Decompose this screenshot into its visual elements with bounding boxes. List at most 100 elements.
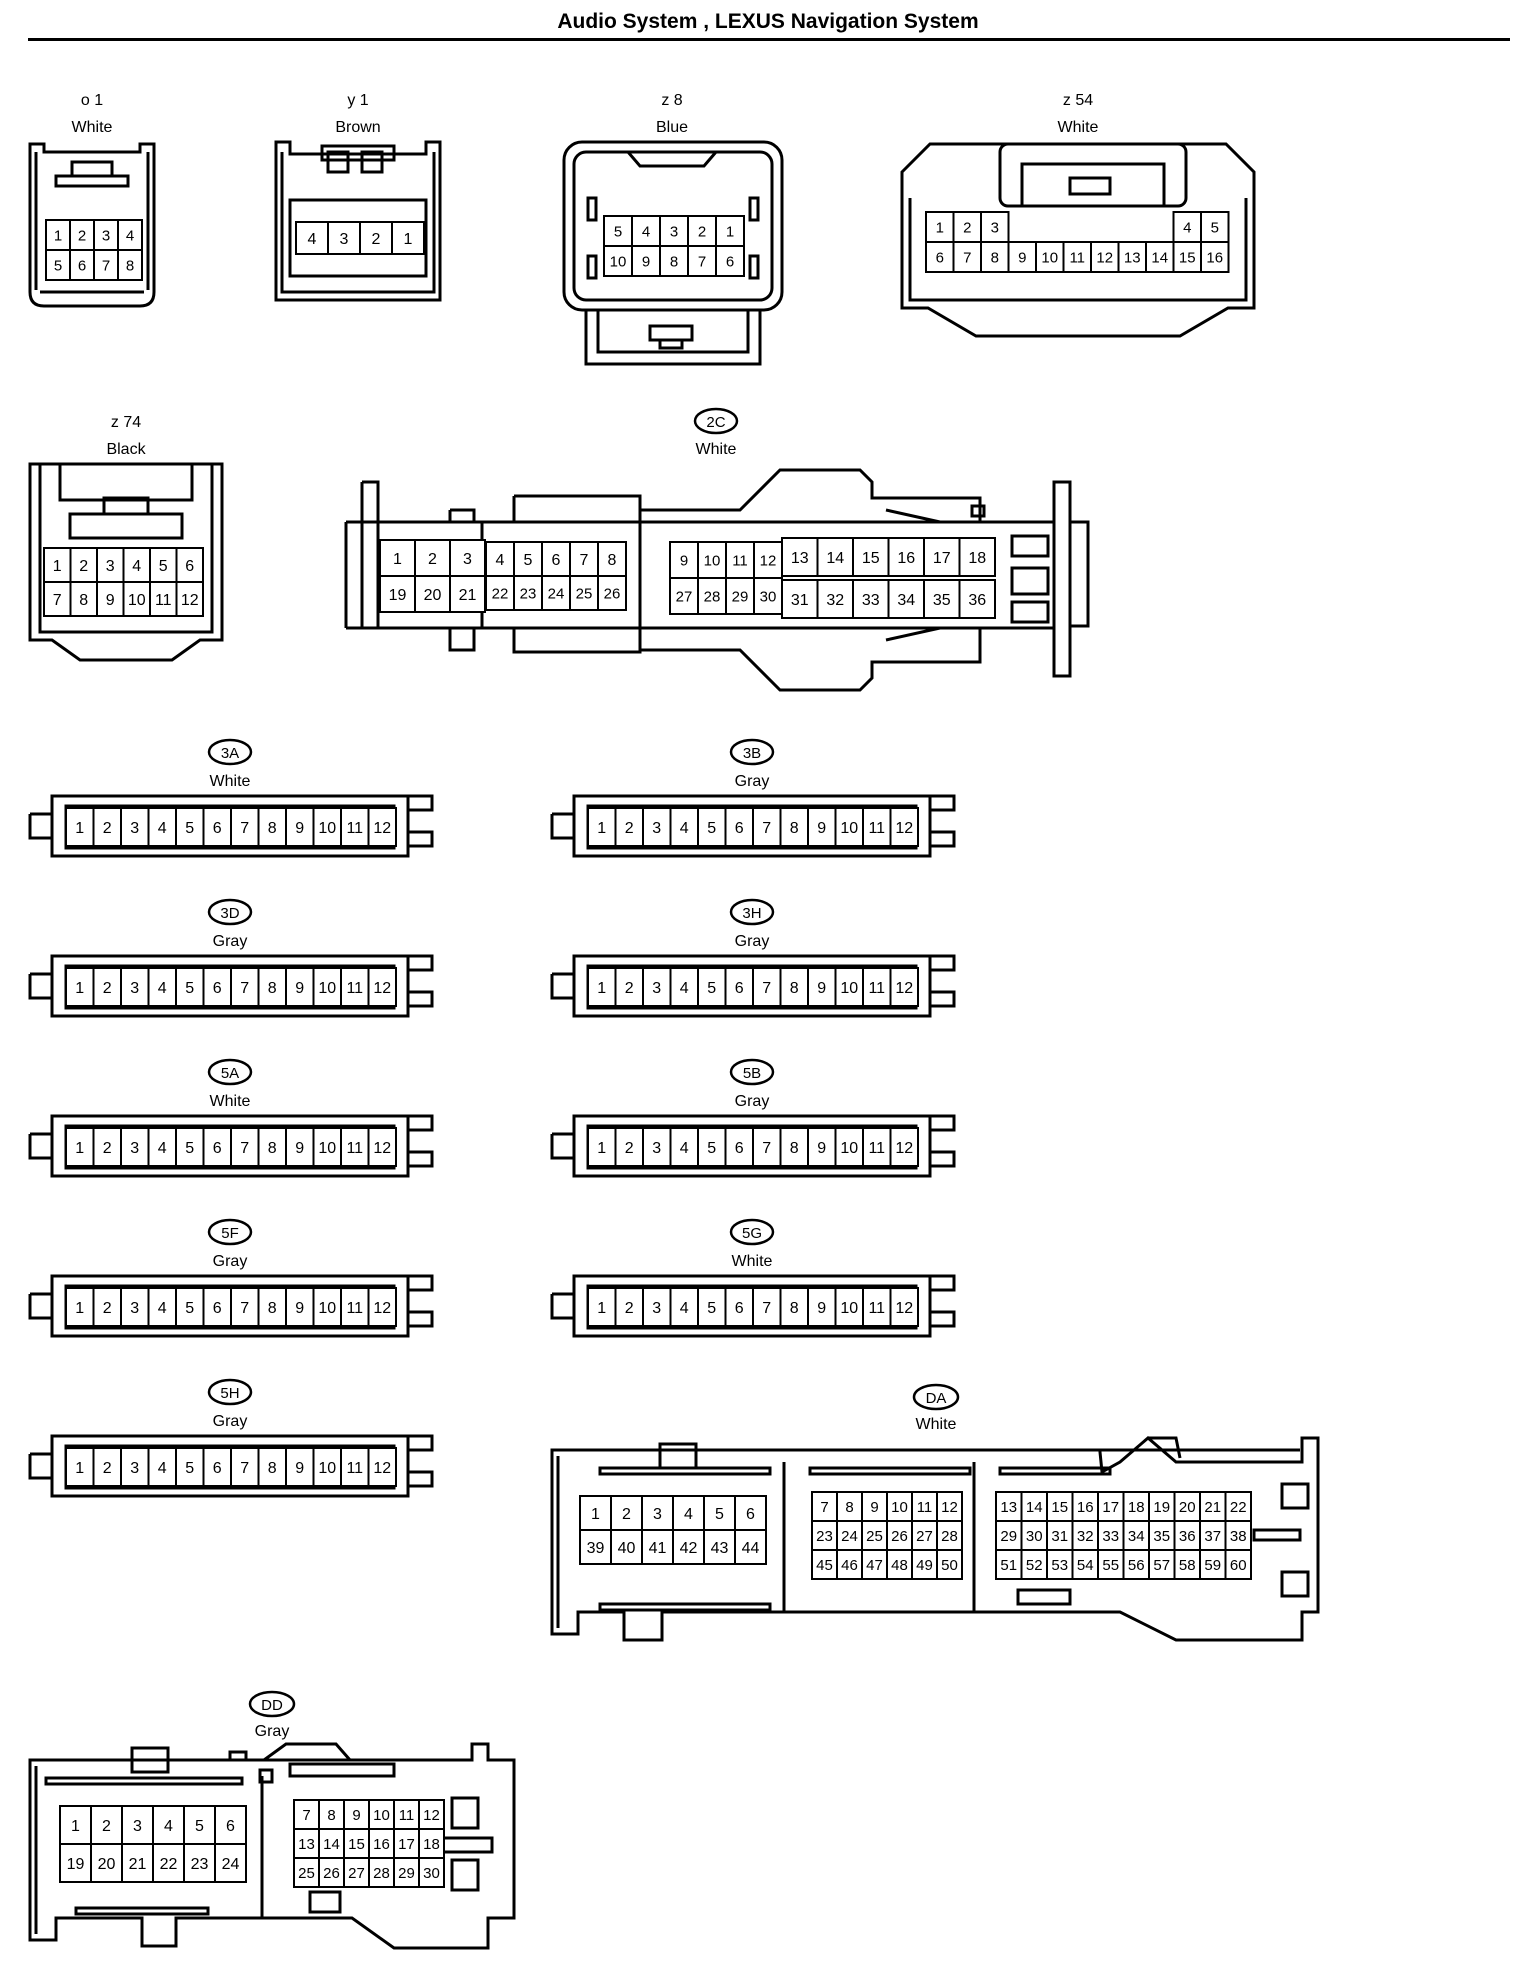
DD-pin-label: 23 [191, 1856, 209, 1873]
3D-pin-cell [230, 967, 260, 1007]
connector-3B-code-oval [729, 738, 775, 766]
2C-pin-label: 24 [548, 585, 565, 602]
DA-pin-cell [1148, 1520, 1176, 1551]
3H-pin-label: 6 [735, 980, 744, 997]
DA-pin-label: 45 [816, 1557, 833, 1574]
3B-pin-label: 11 [868, 820, 885, 837]
5F-pin-label: 10 [318, 1300, 336, 1317]
DA-pin-label: 22 [1230, 1499, 1247, 1516]
3A-pin-label: 11 [346, 820, 363, 837]
5F-pin-cell [202, 1287, 232, 1327]
DA-pin-label: 15 [1051, 1499, 1068, 1516]
connector-o1-color: White [72, 119, 113, 136]
5F-pin-cell [367, 1287, 397, 1327]
3B-pin-cell [587, 807, 617, 847]
connector-DA-code: DA [926, 1390, 947, 1407]
5H-pin-label: 5 [185, 1460, 194, 1477]
z74-pin-cell [175, 581, 204, 617]
5A-pin-label: 10 [318, 1140, 336, 1157]
DA-pin-cell [1173, 1549, 1201, 1580]
5B-pin-label: 1 [597, 1140, 606, 1157]
5F-pin-label: 2 [103, 1300, 112, 1317]
connector-DD-code: DD [261, 1697, 283, 1714]
connector-DD-color: Gray [255, 1723, 290, 1740]
DD-pin-label: 25 [298, 1865, 315, 1882]
connector-z74-code: z 74 [111, 414, 141, 431]
5H-pin-label: 2 [103, 1460, 112, 1477]
DA-pin-cell [1046, 1549, 1074, 1580]
3D-pin-label: 12 [373, 980, 391, 997]
DA-pin-label: 14 [1026, 1499, 1043, 1516]
DA-pin-label: 51 [1000, 1557, 1017, 1574]
3A-pin-cell [340, 807, 370, 847]
5B-pin-label: 4 [680, 1140, 689, 1157]
5A-pin-label: 11 [346, 1140, 363, 1157]
3H-pin-label: 10 [840, 980, 858, 997]
5A-pin-label: 6 [213, 1140, 222, 1157]
3H-pin-cell [752, 967, 782, 1007]
2C-pin-label: 1 [393, 551, 402, 568]
DA-pin-label: 46 [841, 1557, 858, 1574]
3H-pin-label: 2 [625, 980, 634, 997]
DA-pin-cell [1122, 1491, 1150, 1522]
2C-pin-label: 25 [576, 585, 593, 602]
DA-pin-label: 35 [1153, 1528, 1170, 1545]
DD-pin-label: 13 [298, 1836, 315, 1853]
DA-pin-label: 57 [1153, 1557, 1170, 1574]
DA-pin-label: 38 [1230, 1528, 1247, 1545]
DA-pin-cell [672, 1529, 705, 1565]
z54-pin-cell [980, 211, 1010, 243]
DD-pin-label: 20 [98, 1856, 116, 1873]
5B-pin-cell [642, 1127, 672, 1167]
DA-pin-label: 9 [870, 1499, 878, 1516]
DD-pin-label: 16 [373, 1836, 390, 1853]
DD-pin-label: 5 [195, 1818, 204, 1835]
o1-pin-label: 7 [102, 257, 110, 274]
5A-pin-label: 1 [75, 1140, 84, 1157]
z54-pin-label: 9 [1018, 249, 1026, 266]
connector-2C-code-oval [693, 407, 739, 435]
z54-pin-label: 3 [991, 219, 999, 236]
DD-pin-label: 30 [423, 1865, 440, 1882]
connector-DA-color: White [916, 1416, 957, 1433]
DA-pin-label: 20 [1179, 1499, 1196, 1516]
z8-pin-label: 9 [642, 253, 650, 270]
DA-pin-cell [811, 1549, 838, 1580]
5A-pin-label: 12 [373, 1140, 391, 1157]
2C-pin-cell [569, 575, 599, 611]
DD-pin-label: 19 [67, 1856, 85, 1873]
DA-pin-cell [836, 1549, 863, 1580]
2C-pin-cell [816, 537, 854, 577]
z54-pin-label: 13 [1124, 249, 1141, 266]
5G-pin-label: 7 [762, 1300, 771, 1317]
5A-pin-label: 3 [130, 1140, 139, 1157]
5F-pin-cell [285, 1287, 315, 1327]
DA-pin-cell [1097, 1491, 1125, 1522]
5F-pin-cell [92, 1287, 122, 1327]
DA-pin-label: 49 [916, 1557, 933, 1574]
DA-pin-label: 58 [1179, 1557, 1196, 1574]
z8-pin-cell [715, 245, 745, 277]
5G-pin-label: 2 [625, 1300, 634, 1317]
z8-pin-label: 8 [670, 253, 678, 270]
DD-pin-label: 17 [398, 1836, 415, 1853]
5F-pin-label: 11 [346, 1300, 363, 1317]
DA-pin-label: 2 [622, 1506, 631, 1523]
2C-pin-cell [725, 577, 755, 615]
z8-pin-label: 4 [642, 223, 650, 240]
2C-pin-cell [513, 541, 543, 577]
3D-pin-label: 6 [213, 980, 222, 997]
2C-pin-label: 4 [496, 552, 505, 569]
o1-pin-label: 4 [126, 227, 134, 244]
DD-pin-cell [152, 1843, 185, 1883]
5G-pin-cell [642, 1287, 672, 1327]
DA-pin-cell [936, 1491, 963, 1522]
connector-z8-code: z 8 [661, 92, 682, 109]
DD-pin-cell [183, 1843, 216, 1883]
3D-pin-label: 5 [185, 980, 194, 997]
5F-pin-label: 12 [373, 1300, 391, 1317]
